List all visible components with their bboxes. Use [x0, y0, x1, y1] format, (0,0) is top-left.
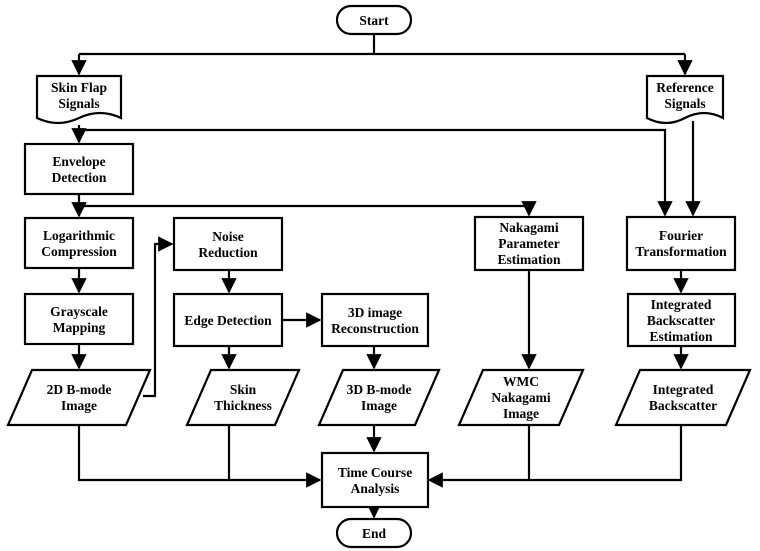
- label-line: Integrated: [653, 382, 714, 397]
- label-line: Backscatter: [649, 398, 717, 413]
- label-line: Noise: [212, 229, 244, 244]
- start-label: Start: [359, 13, 389, 28]
- arrow-ib-to-time-course: [427, 425, 683, 488]
- arrow-2d-bmode-to-noise: [143, 236, 174, 398]
- start-terminal: Start: [335, 4, 413, 36]
- label-line: Nakagami: [499, 220, 559, 235]
- label-line: Signals: [58, 96, 99, 111]
- label-line: Image: [361, 398, 397, 413]
- arrow-2d-bmode-to-time-course: [77, 425, 322, 488]
- label-line: Detection: [52, 170, 107, 185]
- label-line: Reference: [656, 80, 713, 95]
- end-terminal: End: [335, 517, 413, 549]
- label-line: Estimation: [649, 329, 712, 344]
- label-line: Start: [359, 13, 389, 28]
- label-line: Thickness: [214, 398, 272, 413]
- label-line: Image: [503, 406, 539, 421]
- label-line: Signals: [664, 96, 705, 111]
- label-line: Transformation: [635, 244, 727, 259]
- label-line: Integrated: [651, 297, 712, 312]
- label-line: Backscatter: [647, 313, 715, 328]
- label-line: Nakagami: [491, 390, 551, 405]
- label-line: Envelope: [52, 154, 105, 169]
- edge-detection-label: Edge Detection: [184, 313, 272, 328]
- label-line: Compression: [41, 244, 117, 259]
- label-line: End: [362, 526, 387, 541]
- label-line: Skin Flap: [51, 80, 107, 95]
- label-line: Logarithmic: [43, 228, 115, 243]
- label-line: 3D B-mode: [347, 382, 412, 397]
- label-line: Estimation: [497, 252, 560, 267]
- label-line: Grayscale: [50, 304, 108, 319]
- label-line: 2D B-mode: [47, 382, 112, 397]
- connectors: [71, 34, 701, 519]
- label-line: Parameter: [498, 236, 559, 251]
- label-line: Reduction: [198, 245, 258, 260]
- edge-detection-box: Edge Detection: [172, 292, 284, 348]
- end-label: End: [362, 526, 387, 541]
- label-line: Edge Detection: [184, 313, 272, 328]
- arrow-skin-flap-to-fourier: [77, 125, 673, 217]
- label-line: Reconstruction: [331, 321, 419, 336]
- label-line: 3D image: [348, 305, 402, 320]
- label-line: Skin: [230, 382, 257, 397]
- label-line: Analysis: [351, 481, 400, 496]
- arrow-envelope-to-nakagami: [77, 194, 537, 217]
- label-line: WMC: [503, 374, 539, 389]
- label-line: Fourier: [659, 228, 703, 243]
- label-line: Image: [61, 398, 97, 413]
- label-line: Mapping: [53, 320, 106, 335]
- label-line: Time Course: [338, 465, 412, 480]
